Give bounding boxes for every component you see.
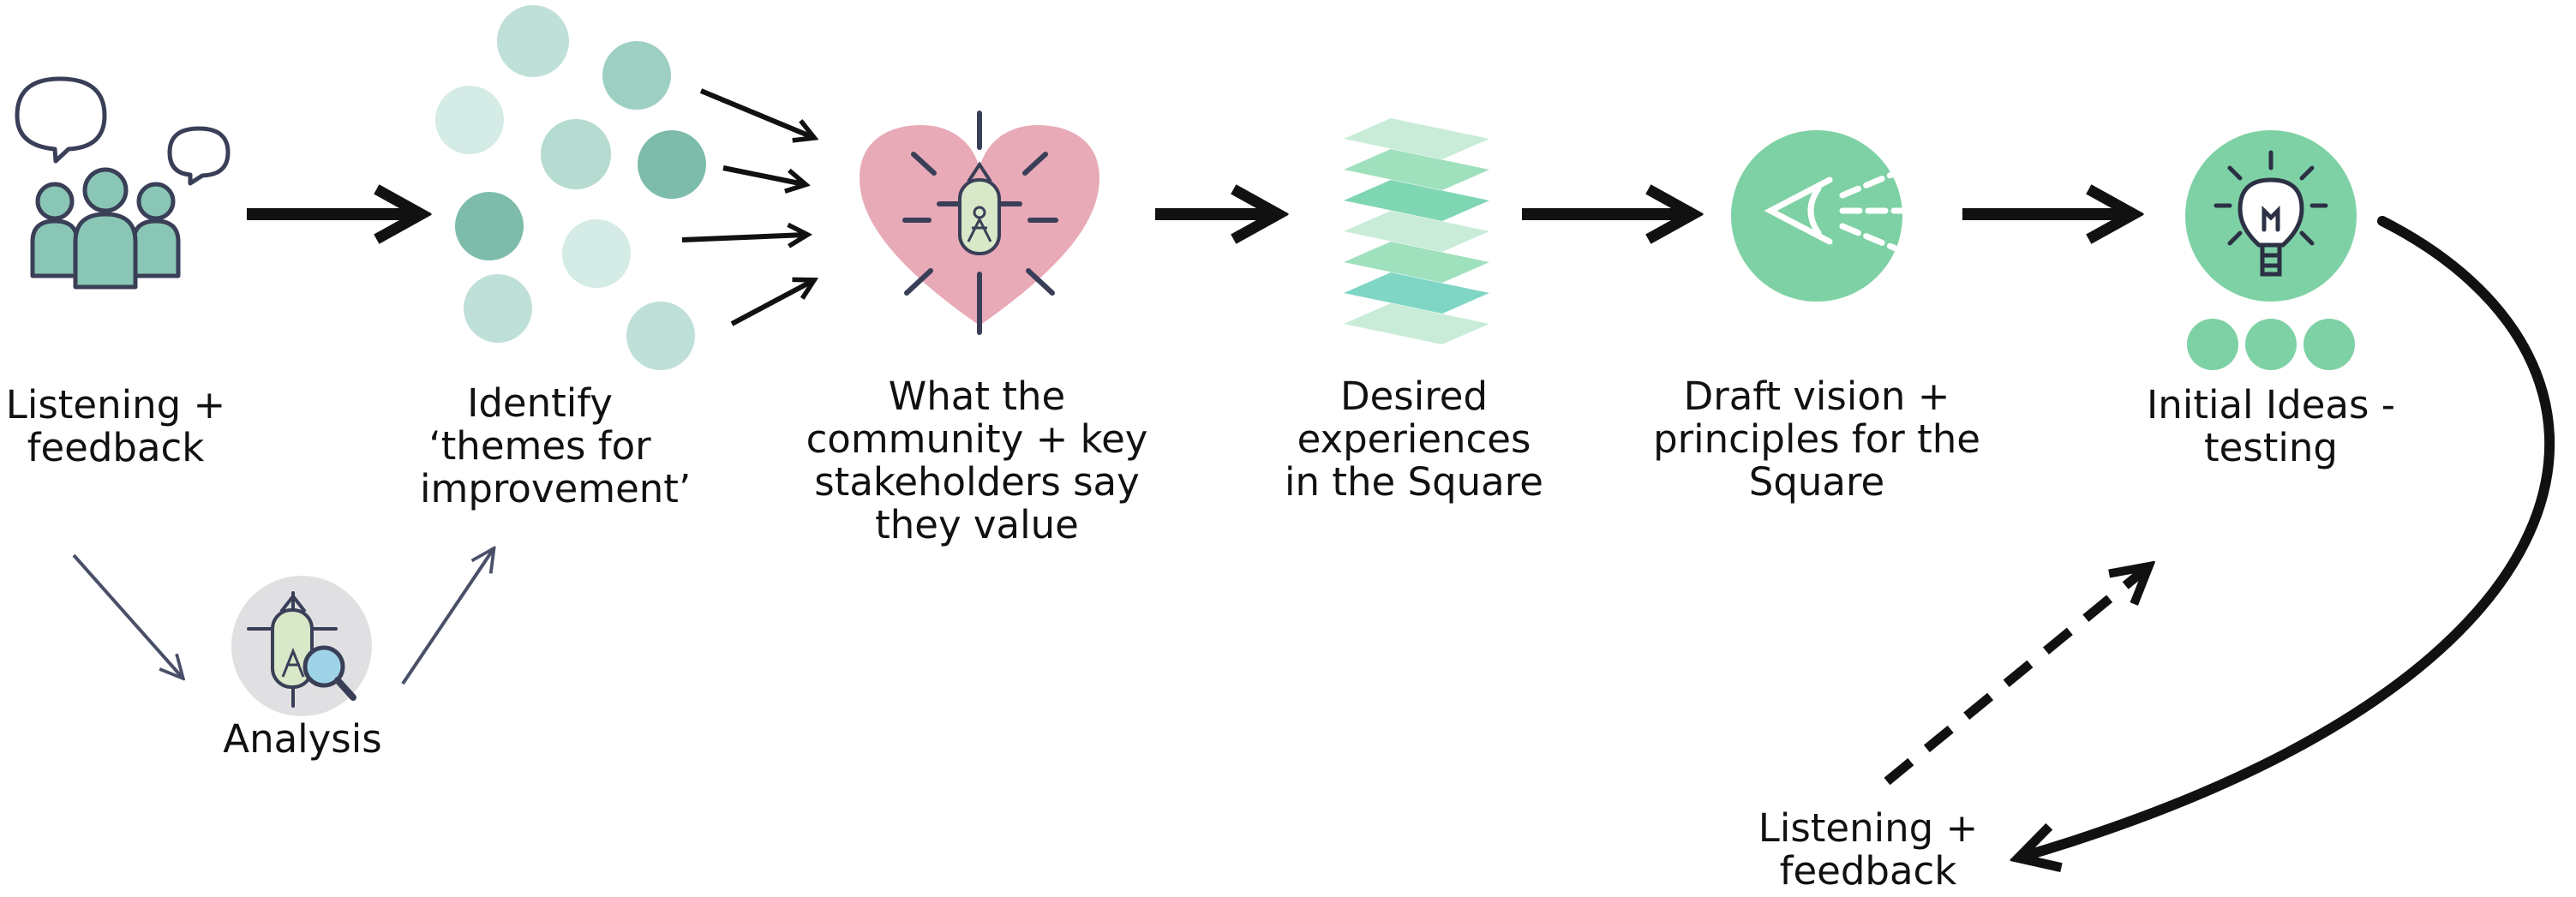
step-label-listening: Listening + feedback — [2, 384, 230, 469]
label-line: Square — [1748, 459, 1885, 505]
label-line: Listening + — [5, 382, 226, 428]
analysis-label: Analysis — [197, 718, 408, 761]
step-label-value: What the community + key stakeholders sa… — [797, 375, 1157, 547]
lightbulb-icon — [2185, 130, 2357, 370]
eye-icon — [1731, 130, 1908, 302]
label-line: Initial Ideas - — [2147, 382, 2395, 428]
label-line: Identify — [467, 380, 613, 426]
label-line: improvement’ — [420, 466, 692, 511]
label-line: community + key — [806, 416, 1148, 462]
step-label-ideas: Initial Ideas - testing — [2125, 384, 2417, 469]
heart-icon — [860, 111, 1099, 335]
label-line: feedback — [27, 425, 205, 470]
label-line: principles for the — [1653, 416, 1980, 462]
step-label-experiences: Desired experiences in the Square — [1277, 375, 1551, 504]
label-line: Analysis — [223, 716, 382, 762]
loop-label-listening: Listening + feedback — [1748, 807, 1988, 893]
magnifier-icon — [231, 576, 372, 716]
label-line: Desired — [1339, 374, 1489, 419]
return-loop-arrow — [2022, 216, 2555, 857]
dashed-feedback-arrow — [1884, 569, 2146, 786]
label-line: Draft vision + — [1683, 374, 1950, 419]
label-line: feedback — [1779, 848, 1957, 894]
layers-icon — [1344, 118, 1489, 344]
label-line: experiences — [1297, 416, 1531, 462]
step-label-vision: Draft vision + principles for the Square — [1637, 375, 1997, 504]
label-line: in the Square — [1285, 459, 1543, 505]
people-with-speech-bubbles-icon — [15, 76, 231, 290]
label-line: they value — [875, 502, 1079, 547]
analysis-arrow-out — [401, 550, 493, 685]
label-line: testing — [2203, 425, 2338, 470]
converging-arrows — [681, 88, 812, 326]
label-line: What the — [888, 374, 1066, 419]
step-label-themes: Identify ‘themes for improvement’ — [420, 380, 692, 511]
label-line: stakeholders say — [814, 459, 1140, 505]
label-line: Listening + — [1758, 805, 1979, 851]
analysis-arrow-in — [72, 553, 182, 677]
label-line: ‘themes for — [428, 423, 651, 469]
theme-dots-icon — [435, 5, 706, 370]
